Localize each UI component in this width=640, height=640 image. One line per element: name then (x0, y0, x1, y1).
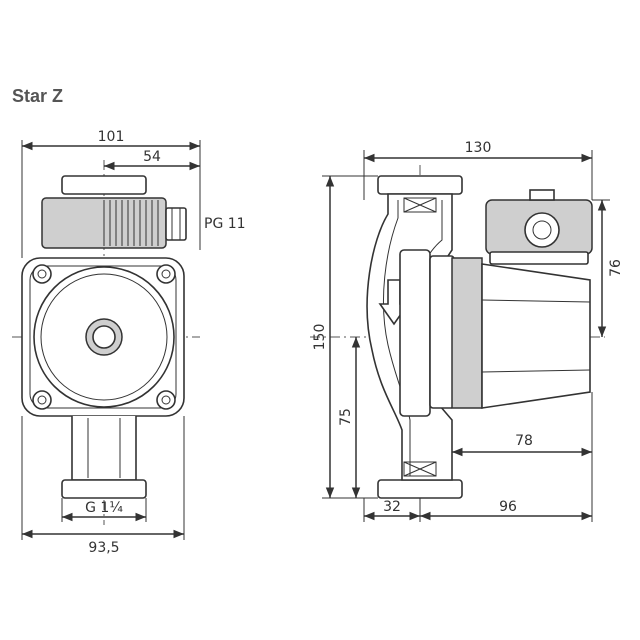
motor-collar (451, 257, 483, 409)
side-bottom-flange (377, 479, 463, 499)
front-view: 101 54 PG 11 G 1¼ 93,5 (12, 129, 246, 556)
side-terminal-cap (529, 189, 555, 201)
bolt-top-left (32, 264, 52, 284)
side-view: 130 150 75 76 78 32 96 (310, 140, 624, 522)
terminal-box-ribs (103, 200, 159, 246)
front-lower-pipe (71, 416, 137, 481)
bolt-bottom-left (32, 390, 52, 410)
cable-gland-label: PG 11 (204, 216, 246, 232)
dim-label-75: 75 (338, 408, 354, 426)
dim-label-93-5: 93,5 (88, 540, 119, 556)
dim-label-54: 54 (143, 149, 161, 165)
dim-label-76: 76 (608, 259, 624, 277)
dim-label-78: 78 (515, 433, 533, 449)
dim-label-150: 150 (312, 324, 328, 351)
front-top-flange (61, 175, 147, 195)
dim-label-101: 101 (98, 129, 125, 145)
cable-gland (165, 207, 187, 241)
page-title: Star Z (12, 86, 64, 106)
side-top-flange (377, 175, 463, 195)
dim-label-32: 32 (383, 499, 401, 515)
motor-can (481, 263, 591, 409)
thread-label: G 1¼ (85, 500, 123, 516)
flange-seal-top (403, 197, 437, 213)
dim-label-130: 130 (465, 140, 492, 156)
front-bottom-flange (61, 479, 147, 499)
side-terminal-screw (524, 212, 560, 248)
bolt-bottom-right (156, 390, 176, 410)
bolt-top-right (156, 264, 176, 284)
flange-seal-bottom (403, 461, 437, 477)
motor-flange (399, 249, 431, 417)
dim-label-96: 96 (499, 499, 517, 515)
